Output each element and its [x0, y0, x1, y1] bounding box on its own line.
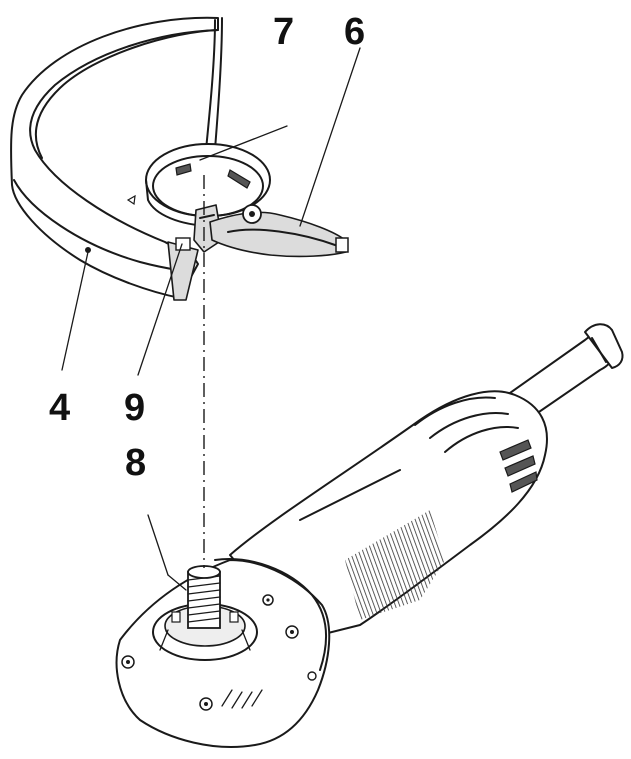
guard-arrow-mark [126, 194, 136, 206]
threaded-spindle [187, 565, 221, 629]
cooling-vents [345, 510, 445, 620]
guard-marker-dot [85, 247, 91, 253]
leader-lines [61, 47, 361, 591]
callout-4: 4 [49, 387, 70, 429]
callout-6: 6 [344, 11, 365, 53]
cam-block [175, 237, 191, 251]
collar-slot-right [227, 169, 251, 189]
callout-7: 7 [273, 11, 294, 53]
collar-slot-left [175, 163, 192, 176]
clamp-lever [209, 204, 349, 258]
angle-grinder [115, 323, 624, 748]
clamping-collar [145, 143, 271, 253]
protective-guard [10, 16, 223, 301]
callout-9: 9 [124, 387, 145, 429]
callout-8: 8 [125, 442, 146, 484]
